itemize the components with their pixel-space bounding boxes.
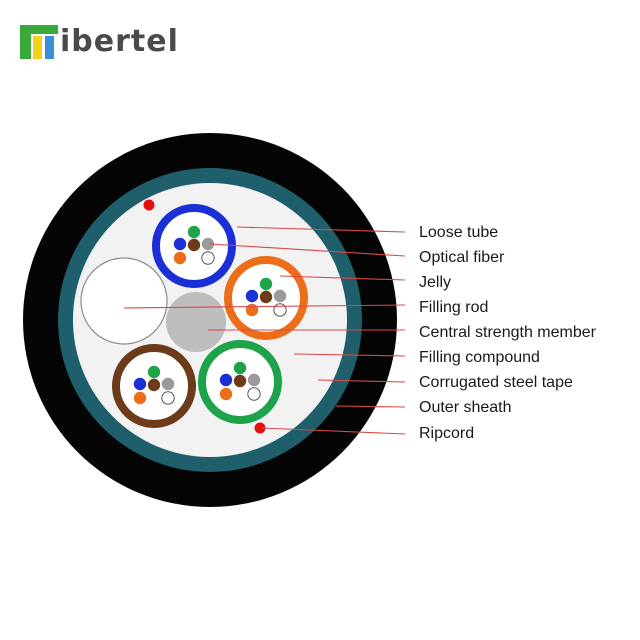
label-central-strength-member: Central strength member	[419, 324, 597, 341]
label-filling-compound: Filling compound	[419, 349, 540, 366]
loose-tube-green	[198, 340, 282, 424]
optical-fiber-blue	[219, 373, 233, 387]
brand-name: ibertel	[60, 24, 179, 59]
loose-tube-blue	[152, 204, 236, 288]
loose-tube-orange	[224, 256, 308, 340]
filling-rod	[80, 257, 168, 345]
label-optical-fiber: Optical fiber	[419, 249, 505, 266]
optical-fiber-green	[233, 361, 247, 375]
optical-fiber-brown	[147, 378, 161, 392]
optical-fiber-blue	[245, 289, 259, 303]
leader-optical-fiber	[209, 243, 406, 257]
optical-fiber-gray	[161, 377, 175, 391]
optical-fiber-brown	[259, 290, 273, 304]
optical-fiber-orange	[173, 251, 187, 265]
optical-fiber-green	[187, 225, 201, 239]
leader-jelly	[279, 275, 406, 281]
optical-fiber-gray	[247, 373, 261, 387]
optical-fiber-orange	[245, 303, 259, 317]
optical-fiber-white	[273, 303, 287, 317]
leader-corrugated-steel-tape	[317, 379, 406, 383]
leader-outer-sheath	[335, 405, 406, 408]
logo-mark-icon	[20, 25, 58, 59]
label-ripcord: Ripcord	[419, 425, 474, 442]
leader-ripcord	[261, 427, 406, 435]
optical-fiber-white	[247, 387, 261, 401]
optical-fiber-blue	[133, 377, 147, 391]
brand-logo: ibertel	[20, 22, 179, 62]
optical-fiber-gray	[201, 237, 215, 251]
optical-fiber-gray	[273, 289, 287, 303]
leader-filling-compound	[293, 353, 406, 357]
optical-fiber-white	[201, 251, 215, 265]
ripcord-bottom	[254, 422, 266, 434]
label-corrugated-steel-tape: Corrugated steel tape	[419, 374, 573, 391]
ripcord-top	[143, 199, 155, 211]
label-outer-sheath: Outer sheath	[419, 399, 512, 416]
label-loose-tube: Loose tube	[419, 224, 498, 241]
label-filling-rod: Filling rod	[419, 299, 488, 316]
optical-fiber-white	[161, 391, 175, 405]
optical-fiber-orange	[133, 391, 147, 405]
optical-fiber-brown	[187, 238, 201, 252]
optical-fiber-brown	[233, 374, 247, 388]
label-jelly: Jelly	[419, 274, 451, 291]
optical-fiber-green	[147, 365, 161, 379]
optical-fiber-orange	[219, 387, 233, 401]
optical-fiber-blue	[173, 237, 187, 251]
leader-filling-rod	[123, 304, 406, 309]
central-strength-member	[166, 292, 226, 352]
loose-tube-brown	[112, 344, 196, 428]
optical-fiber-green	[259, 277, 273, 291]
leader-loose-tube	[236, 226, 406, 233]
